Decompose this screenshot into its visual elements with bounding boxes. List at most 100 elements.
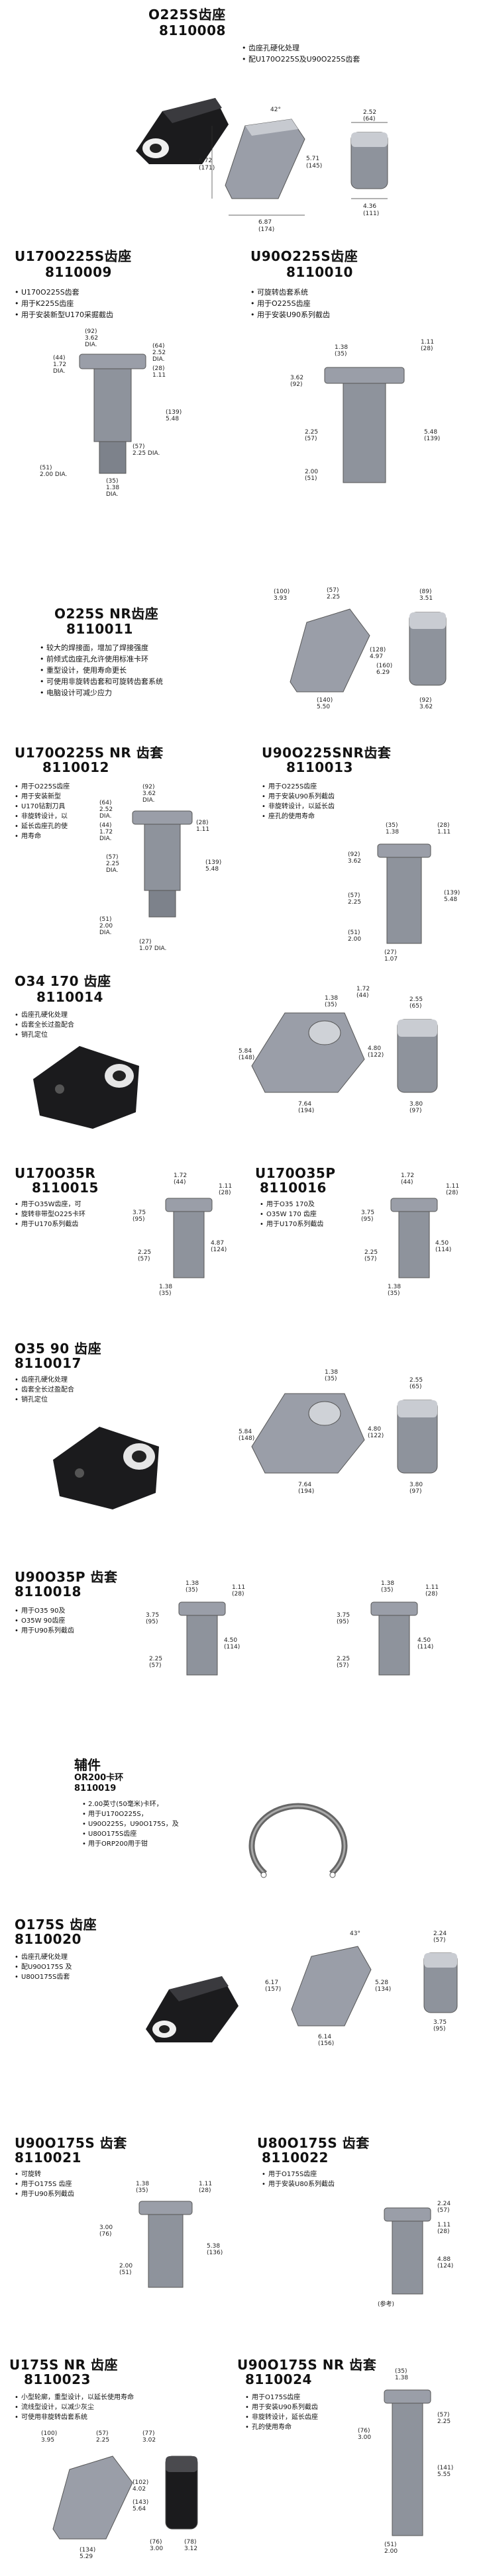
- dimension-drawing: 1.38 (35) 2.55 (65) 5.84 (148) 4.80 (122…: [239, 1369, 438, 1495]
- dim-label: (76): [358, 2428, 370, 2434]
- dim-label: 2.25: [337, 1656, 350, 1662]
- dim-label: 42°: [270, 107, 281, 113]
- dim-label: DIA.: [85, 342, 97, 348]
- dim-label: 1.72: [53, 361, 66, 368]
- dim-label: (171): [199, 165, 215, 171]
- dim-label: 1.38: [325, 995, 338, 1002]
- dim-label: (51): [384, 2542, 396, 2548]
- feature-item: 用于O225S齿座: [250, 298, 330, 309]
- dim-label: 1.11: [219, 1183, 232, 1190]
- dim-label: 3.62: [85, 335, 98, 342]
- dim-label: (65): [409, 1003, 421, 1010]
- feature-list: 用于O35 170及 O35W 170 齿座 用于U170系列截齿: [260, 1200, 323, 1229]
- dim-label: 2.25: [106, 861, 119, 867]
- feature-list: 齿座孔硬化处理 配U170O225S及U90O225S齿套: [242, 42, 360, 65]
- feature-item: 齿座孔硬化处理: [15, 1010, 74, 1020]
- dim-label: (44): [356, 992, 368, 999]
- feature-list: 小型轮廓，重型设计，以延长使用寿命 流线型设计，以减少灰尘 可使用非旋转齿套系统: [15, 2393, 134, 2422]
- feature-list: 齿座孔硬化处理 齿套全长过盈配合 销孔定位: [15, 1375, 74, 1405]
- product-title: U80O175S 齿套: [257, 2135, 370, 2151]
- dim-label: (114): [435, 1247, 451, 1253]
- feature-item: 用于O35W齿座，可: [15, 1200, 85, 1210]
- feature-item: 小型轮廓，重型设计，以延长使用寿命: [15, 2393, 134, 2403]
- feature-item: 齿套全长过盈配合: [15, 1020, 74, 1030]
- product-code: 8110022: [262, 2150, 329, 2166]
- dim-label: (51): [305, 475, 317, 482]
- dim-label: 1.72: [401, 1172, 414, 1179]
- dim-label: 6.14: [318, 2034, 331, 2040]
- dimension-drawing: (35) 1.38 (28) 1.11 (92) 3.62 (57) 2.25 …: [348, 822, 460, 963]
- dim-label: (100): [274, 589, 290, 595]
- feature-item: 用于O175S齿座: [245, 2393, 318, 2403]
- feature-list: 用于O175S齿座 用于安装U90系列截齿 非旋转设计，延长齿座 孔的使用寿命: [245, 2393, 318, 2432]
- dimension-drawing: 1.38 (35) 1.11 (28) 3.62 (92) 2.25 (57) …: [290, 339, 440, 483]
- dim-label: (28): [219, 1190, 231, 1196]
- feature-list: 2.00英寸(50毫米)卡环， 用于U170O225S， U90O225S，U9…: [82, 1799, 179, 1849]
- dim-label: 2.25: [305, 429, 318, 436]
- dim-label: 2.25: [149, 1656, 162, 1662]
- feature-item: 可旋转齿套系统: [250, 287, 330, 298]
- dim-label: 3.75: [337, 1612, 350, 1619]
- dim-label: 3.02: [142, 2437, 156, 2444]
- dim-label: (95): [433, 2026, 445, 2032]
- dim-label: 4.87: [211, 1240, 224, 1247]
- dim-label: (97): [409, 1488, 421, 1495]
- dimension-drawing: (92) 3.62 DIA. (64) 2.52 DIA. (44) 1.72 …: [99, 784, 221, 952]
- dim-label: (76): [150, 2539, 162, 2546]
- dim-label: 3.75: [133, 1210, 146, 1216]
- dim-label: (51): [99, 916, 111, 923]
- product-title: U90O225S齿座: [250, 248, 358, 264]
- dim-label: (参考): [378, 2300, 394, 2308]
- dim-label: (44): [53, 355, 65, 361]
- dimension-drawing: 42° 6.72 (171) 5.71 (145) 6.87 (174) 2.5…: [199, 107, 388, 233]
- product-code: 8110008: [159, 23, 226, 38]
- dim-label: 5.64: [133, 2506, 146, 2512]
- feature-item: 用于安装U90系列截齿: [245, 2403, 318, 2412]
- dim-label: (114): [417, 1644, 433, 1650]
- feature-item: 用于O225S齿座: [15, 782, 70, 792]
- feature-item: U80O175S齿座: [82, 1829, 179, 1839]
- dim-label: DIA.: [142, 797, 154, 804]
- product-photo: [53, 1427, 159, 1509]
- dim-label: 3.62: [290, 375, 303, 381]
- feature-item: 重型设计，使用寿命更长: [40, 665, 163, 676]
- dim-label: (35): [381, 1587, 393, 1594]
- dim-label: 1.72: [99, 829, 113, 835]
- dim-label: (76): [99, 2231, 111, 2238]
- dim-label: (57): [138, 1256, 150, 1263]
- feature-item: 较大的焊接面，增加了焊接强度: [40, 642, 163, 653]
- dimension-drawing: 1.38 (35) 1.11 (28) 3.00 (76) 5.38 (136)…: [99, 2181, 223, 2288]
- feature-item: 用于U170系列截齿: [260, 1219, 323, 1229]
- dim-label: 1.11: [196, 826, 209, 833]
- feature-item: 用于O35 90及: [15, 1606, 74, 1616]
- dim-label: (156): [318, 2040, 334, 2047]
- dim-label: 2.00: [99, 923, 113, 930]
- feature-item: 可旋转: [15, 2170, 74, 2179]
- feature-item: U80O175S齿套: [15, 1972, 72, 1982]
- dim-label: 3.80: [409, 1101, 423, 1108]
- dim-label: DIA.: [53, 368, 65, 375]
- feature-item: U90O225S，U90O175S，及: [82, 1819, 179, 1829]
- dim-label: (95): [337, 1619, 348, 1625]
- dim-label: 4.50: [435, 1240, 449, 1247]
- feature-list: 齿座孔硬化处理 齿套全长过盈配合 销孔定位: [15, 1010, 74, 1040]
- dim-label: 5.48: [166, 416, 179, 422]
- section-u175s-nr: U175S NR 齿座 8110023 小型轮廓，重型设计，以延长使用寿命 流线…: [0, 2357, 481, 2575]
- feature-list: 较大的焊接面，增加了焊接强度 前倾式齿座孔允许使用标准卡环 重型设计，使用寿命更…: [40, 642, 163, 698]
- feature-item: 用于O35 170及: [260, 1200, 323, 1210]
- dim-label: 4.97: [370, 653, 383, 660]
- dim-label: (64): [152, 343, 164, 350]
- dim-label: (140): [317, 697, 333, 704]
- feature-item: 座孔的使用寿命: [262, 812, 335, 822]
- dim-label: (78): [184, 2539, 196, 2546]
- feature-item: 用于O175S齿座: [262, 2170, 335, 2179]
- dim-label: 2.52: [99, 806, 113, 813]
- dim-label: 6.29: [376, 669, 390, 676]
- feature-list: 用于O225S齿座 用于安装U90系列截齿 非旋转设计，以延长齿 座孔的使用寿命: [262, 782, 335, 822]
- section-o35-90: O35 90 齿座 8110017 齿座孔硬化处理 齿套全长过盈配合 销孔定位 …: [0, 1341, 481, 1513]
- feature-item: 旋转非带型O225卡环: [15, 1210, 85, 1219]
- product-code: 8110013: [286, 759, 353, 775]
- dim-label: (27): [384, 949, 396, 956]
- dim-label: (28): [152, 365, 164, 372]
- dim-label: 1.38: [381, 1580, 394, 1587]
